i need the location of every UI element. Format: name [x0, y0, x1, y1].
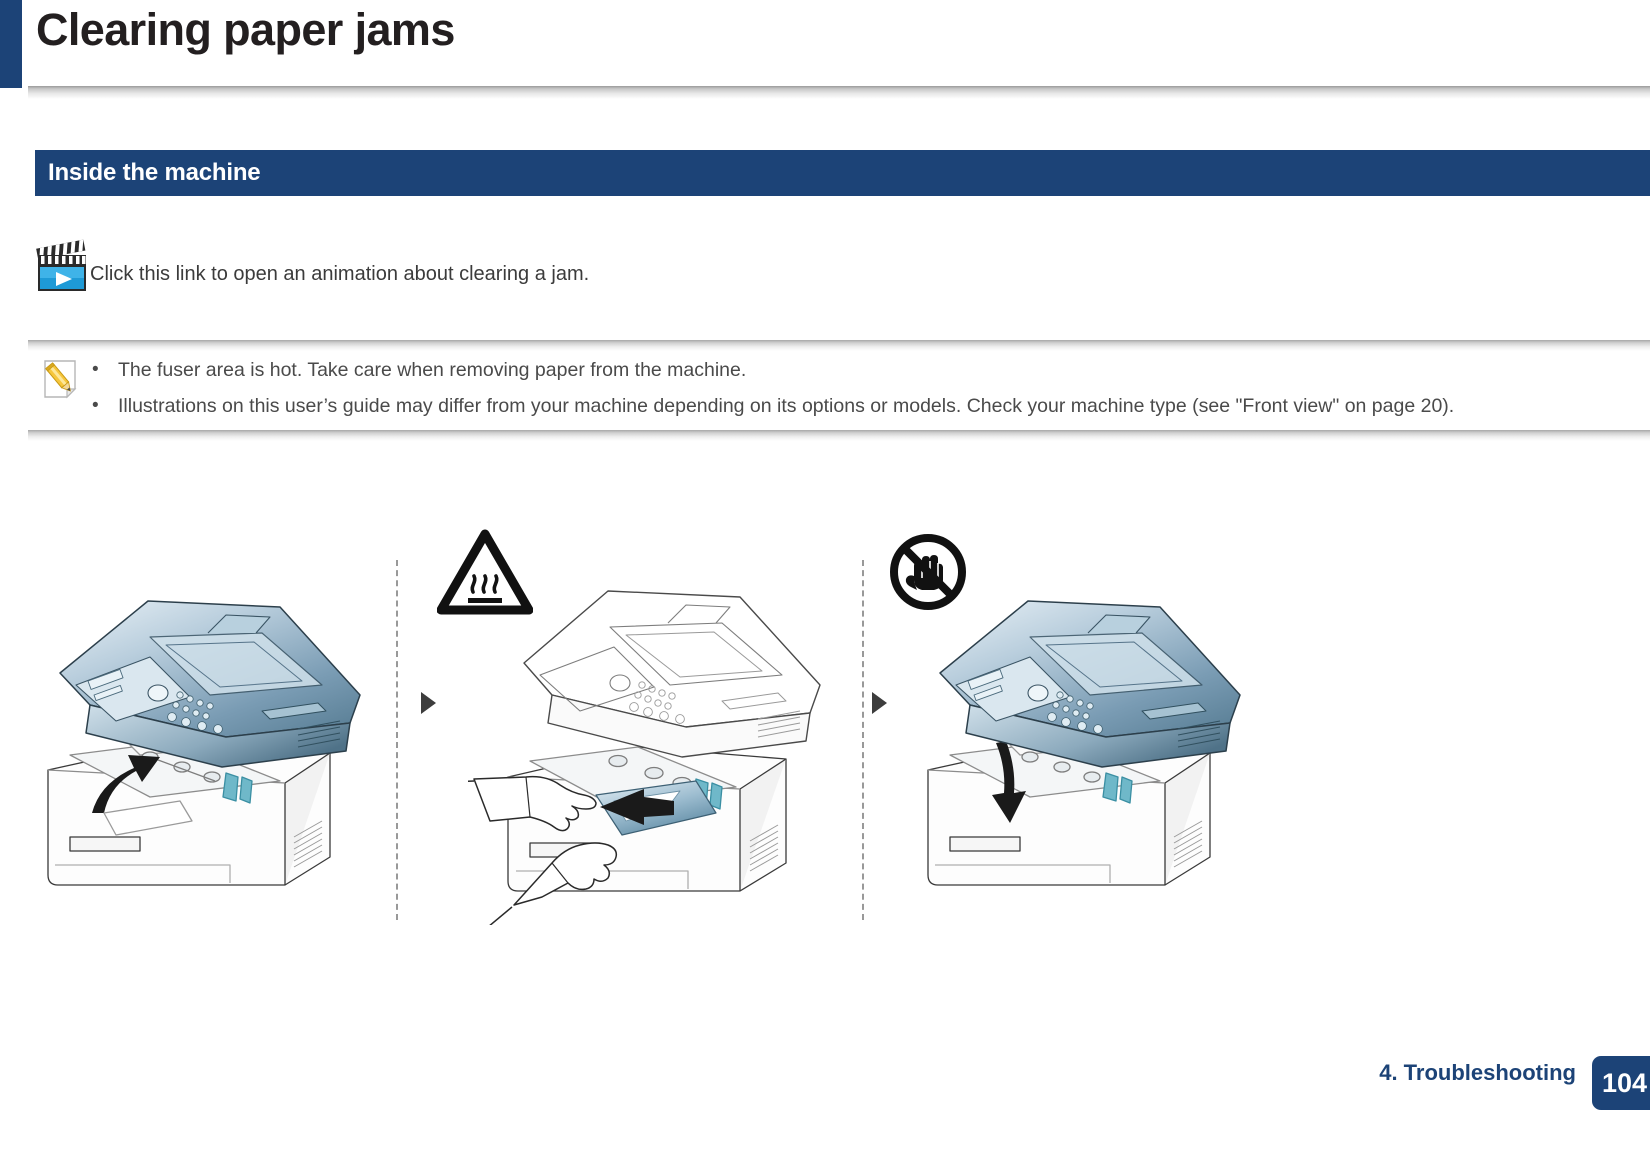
section-title: Inside the machine — [48, 159, 261, 186]
illustration-panel-1 — [30, 545, 410, 930]
header-accent-bar — [0, 0, 22, 88]
printer-close-lid-illustration — [927, 600, 1241, 886]
footer-chapter: 4. Troubleshooting — [1379, 1060, 1576, 1085]
note-item: • The fuser area is hot. Take care when … — [92, 355, 1542, 385]
section-banner: Inside the machine — [35, 150, 1650, 196]
note-item-text: Illustrations on this user’s guide may d… — [118, 395, 1455, 417]
step-arrow-2 — [872, 692, 887, 714]
note-pencil-icon — [42, 358, 84, 402]
movie-clapper-icon[interactable] — [34, 238, 90, 294]
footer-page-number: 104 — [1592, 1056, 1650, 1110]
illustration-panel-3 — [910, 545, 1290, 930]
note-item-text: The fuser area is hot. Take care when re… — [118, 359, 747, 381]
step-divider-1 — [396, 560, 398, 920]
header-divider — [28, 86, 1650, 99]
page-title: Clearing paper jams — [36, 4, 455, 55]
note-bullet: • — [92, 395, 99, 416]
animation-link-text[interactable]: Click this link to open an animation abo… — [90, 263, 590, 285]
hot-surface-warning-icon — [436, 528, 534, 623]
no-hands-prohibition-icon — [884, 528, 972, 621]
note-item: • Illustrations on this user’s guide may… — [92, 391, 1542, 421]
note-bullet: • — [92, 359, 99, 380]
note-bottom-divider — [28, 430, 1650, 441]
printer-remove-paper-illustration — [427, 590, 821, 938]
step-divider-2 — [862, 560, 864, 920]
animation-link-row[interactable]: Click this link to open an animation abo… — [34, 236, 589, 294]
printer-open-lid-illustration — [47, 600, 361, 886]
step-arrow-1 — [421, 692, 436, 714]
note-top-divider — [28, 340, 1650, 351]
note-list: • The fuser area is hot. Take care when … — [92, 355, 1542, 427]
illustration-panel-2 — [427, 545, 848, 938]
